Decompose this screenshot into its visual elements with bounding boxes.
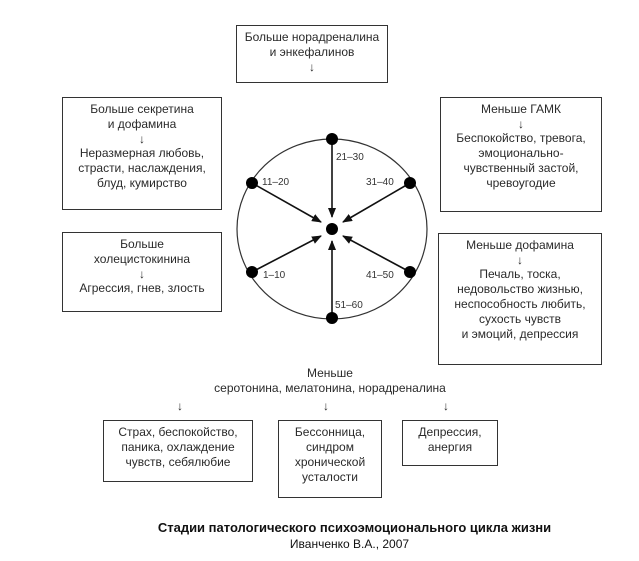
box-line: неспособность любить, <box>454 297 586 311</box>
box-line: сухость чувств <box>479 312 561 326</box>
box-line: Печаль, тоска, <box>479 267 561 281</box>
box-noradrenaline-enkephalins: Больше норадреналина и энкефалинов ↓ <box>236 25 388 83</box>
age-label: 11–20 <box>262 177 290 188</box>
age-label: 31–40 <box>366 177 394 188</box>
box-line: Больше секретина <box>90 102 194 116</box>
box-line: анергия <box>427 440 473 454</box>
age-label: 41–50 <box>366 270 394 281</box>
box-line: Страх, беспокойство, <box>118 425 238 439</box>
box-line: блуд, кумирство <box>97 176 187 190</box>
box-line: Больше <box>120 237 164 251</box>
box-line: чревоугодие <box>486 176 556 190</box>
box-line: Неразмерная любовь, <box>79 146 205 160</box>
age-label: 21–30 <box>336 152 364 163</box>
wheel-center-node <box>326 223 338 235</box>
age-label: 1–10 <box>263 270 286 281</box>
box-line: Меньше ГАМК <box>480 102 561 116</box>
box-line: недовольство жизнью, <box>457 282 583 296</box>
box-line: паника, охлаждение <box>121 440 235 454</box>
age-label: 51–60 <box>335 300 363 311</box>
arrow-down-icon: ↓ <box>139 132 145 146</box>
box-line: и энкефалинов <box>269 45 355 59</box>
arrow-down-icon: ↓ <box>323 399 329 413</box>
box-line: и эмоций, депрессия <box>461 327 579 341</box>
diagram-author: Иванченко В.А., 2007 <box>289 537 410 551</box>
diagram-title: Стадии патологического психоэмоционально… <box>157 520 552 535</box>
arrow-down-icon: ↓ <box>139 267 145 281</box>
arrow-down-icon: ↓ <box>177 399 183 413</box>
box-line: синдром <box>306 440 354 454</box>
box-line: холецистокинина <box>93 252 191 266</box>
wheel-node <box>404 177 416 189</box>
arrow-down-icon: ↓ <box>517 253 523 267</box>
spoke-arrow <box>251 182 322 223</box>
box-gaba: Меньше ГАМК ↓ Беспокойство, тревога, эмо… <box>440 97 602 212</box>
box-line: Агрессия, гнев, злость <box>79 281 205 295</box>
box-line: чувственный застой, <box>463 161 579 175</box>
box-dopamine-less: Меньше дофамина ↓ Печаль, тоска, недовол… <box>438 233 602 365</box>
spoke-arrow <box>342 235 411 273</box>
bottom-header-line1: Меньше <box>307 366 353 380</box>
box-line: и дофамина <box>107 117 177 131</box>
bottom-header-line2: серотонина, мелатонина, норадреналина <box>214 381 446 395</box>
box-line: Депрессия, <box>418 425 482 439</box>
box-fear-anxiety: Страх, беспокойство, паника, охлаждение … <box>103 420 253 482</box>
wheel-node <box>404 266 416 278</box>
spoke-arrow <box>342 182 411 223</box>
box-line: эмоционально- <box>478 146 564 160</box>
box-line: страсти, наслаждения, <box>78 161 206 175</box>
box-line: хронической <box>294 455 366 469</box>
box-line: Бессонница, <box>294 425 366 439</box>
box-line: усталости <box>302 470 358 484</box>
wheel-node <box>246 266 258 278</box>
box-insomnia-fatigue: Бессонница, синдром хронической усталост… <box>278 420 382 498</box>
box-depression-anergy: Депрессия, анергия <box>402 420 498 466</box>
box-line: Беспокойство, тревога, <box>456 131 586 145</box>
arrow-down-icon: ↓ <box>518 117 524 131</box>
box-cholecystokinin: Больше холецистокинина ↓ Агрессия, гнев,… <box>62 232 222 312</box>
box-line: Больше норадреналина <box>244 30 380 44</box>
box-secretin-dopamine: Больше секретина и дофамина ↓ Неразмерна… <box>62 97 222 210</box>
arrow-down-icon: ↓ <box>443 399 449 413</box>
wheel-node <box>326 312 338 324</box>
wheel-node <box>326 133 338 145</box>
spoke-arrow <box>251 235 322 273</box>
arrow-down-icon: ↓ <box>309 60 315 74</box>
box-line: Меньше дофамина <box>466 238 574 252</box>
box-line: чувств, себялюбие <box>125 455 231 469</box>
wheel-node <box>246 177 258 189</box>
